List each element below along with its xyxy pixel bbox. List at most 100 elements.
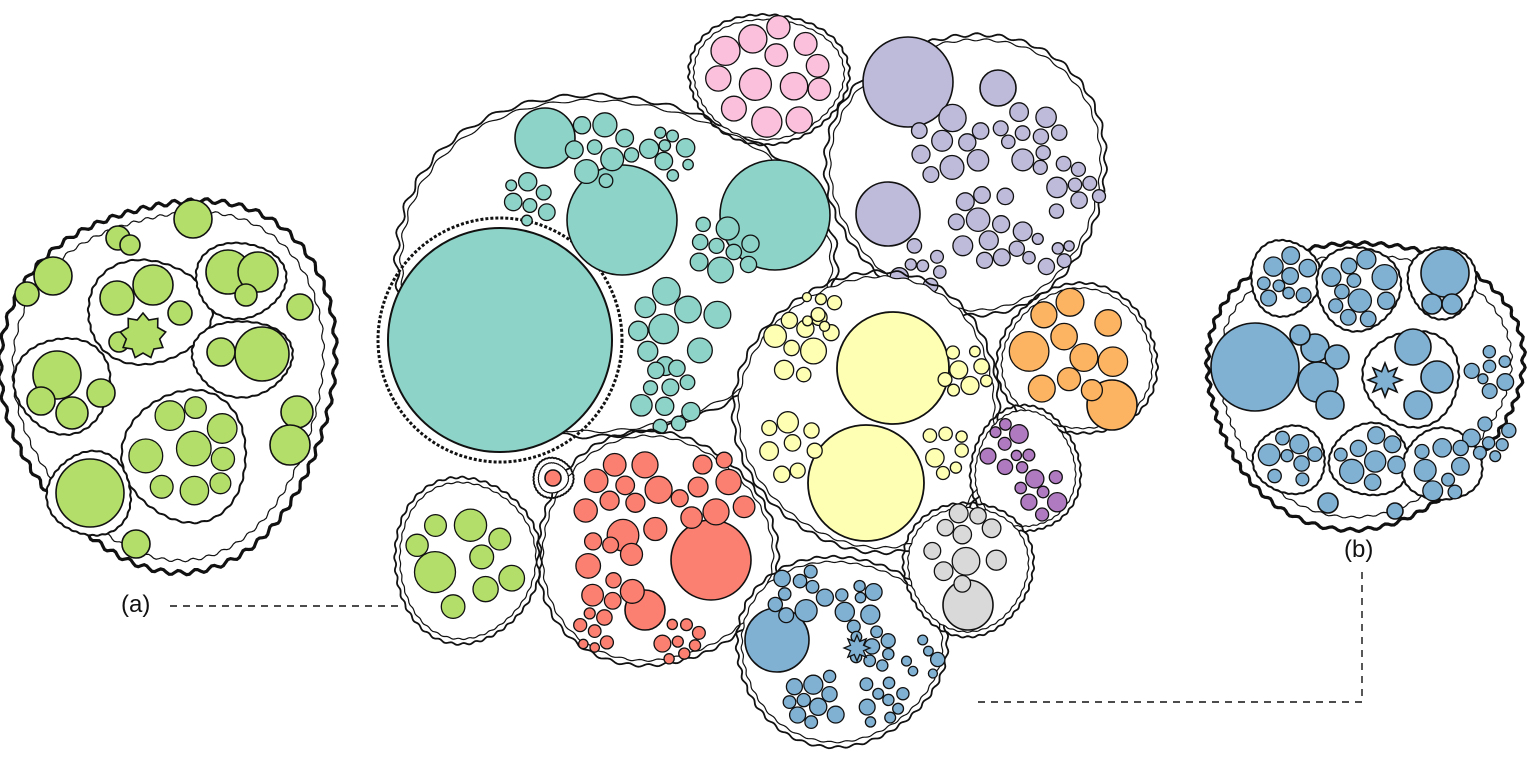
gray-circle [985,549,1007,571]
inset-b-circle [1359,310,1377,328]
inset-a-circle [132,264,174,306]
teal-circle [647,361,665,380]
lavender-circle [996,187,1015,206]
yellow-circle [836,311,950,425]
lavender-circle [973,186,991,204]
inset-b-circle [1267,468,1282,484]
inset-b-circle [1281,246,1301,266]
inset-a-green-detail [0,197,339,577]
pink-circle [720,95,747,122]
salmon-circle [603,591,622,610]
salmon-circle [583,607,596,620]
salmon-boundary-outer [535,428,781,668]
teal-circle [592,112,618,138]
inset-a-circle [173,199,213,239]
inset-b-circle [1340,257,1358,275]
inset-b-circle [1293,455,1310,472]
teal-circle [654,126,667,139]
inset-b-circle [1432,437,1453,458]
inset-a-circle [14,281,40,307]
purple-boundary-outer [968,403,1083,533]
yellow-circle [814,292,828,306]
green-circle [472,575,499,603]
purple-circle [997,436,1012,451]
leader-line-b [978,572,1363,703]
salmon-circle [575,552,602,579]
orange-circle [1069,342,1099,373]
inset-b-circle [1334,283,1350,300]
pink-boundary-outer [687,12,851,147]
yellow-circle [761,419,778,437]
pink-circle [705,65,732,92]
blue-circle [805,579,820,594]
blue-circle [872,687,885,700]
inset-b-circle [1481,436,1496,450]
inset-a-circle [86,378,116,408]
purple-circle [1022,448,1036,462]
blue-circle [864,716,877,728]
salmon-circle [587,624,602,639]
purple-circle [1025,469,1045,489]
pink-circle [710,35,741,67]
inset-b-circle [1413,458,1437,482]
salmon-circle [581,583,605,607]
inset-b-circle [1281,267,1300,285]
yellow-circle [806,442,823,459]
lavender-circle [1070,161,1087,178]
inset-b-circle [1347,288,1373,313]
teal-circle [682,158,694,171]
blue-circle [778,607,795,624]
inset-b-circle [1422,480,1444,502]
yellow-circle [937,371,953,388]
salmon-circle [605,572,622,589]
inset-b-circle [1339,308,1357,326]
inset-b-star [1365,360,1405,400]
lavender-circle [958,133,977,152]
inset-b-circle [1472,445,1487,460]
teal-circle [586,139,603,155]
inset-a-circle [119,234,141,256]
yellow-circle [783,434,802,452]
yellow-circle [979,374,993,388]
lavender-circle [1032,128,1050,145]
inset-a-circle [167,300,193,326]
lavender-circle [1011,148,1035,172]
salmon-circle [583,468,609,494]
inset-a-circle [154,400,186,432]
inset-b-circle [1356,249,1377,270]
gray-circle [981,518,1002,539]
teal-boundary-outer [392,92,840,440]
inset-b-circle [1272,279,1286,293]
inset-b-circle [1447,484,1463,500]
pink-circle [785,106,813,134]
blue-circle [892,702,905,715]
teal-circle [634,296,657,319]
inset-b-circle [1328,298,1344,314]
blue-circle [853,579,866,593]
gray-circle [951,546,981,576]
blue-circle [882,647,895,661]
blue-circle [876,659,889,672]
label-a: (a) [121,591,151,618]
inset-b-circle [1307,446,1323,463]
salmon-circle [678,647,691,660]
teal-circle [598,173,614,189]
blue-circle [803,564,818,579]
inset-b-circle [1295,287,1312,304]
yellow-circle [776,411,800,434]
inset-b-circle [1482,359,1497,374]
salmon-circle [625,492,646,513]
inset-a-circle [175,430,212,467]
teal-circle [681,401,701,422]
purple-circle [1010,449,1023,462]
inset-a-circle [179,475,210,506]
lavender-circle [862,36,954,128]
salmon-circle [573,617,588,633]
inset-a-circle [55,458,125,528]
salmon-circle [619,578,645,604]
teal-circle [708,237,725,255]
purple-circle [1034,507,1050,522]
lavender-circle [1035,106,1057,129]
inset-b-circle [1210,322,1300,412]
